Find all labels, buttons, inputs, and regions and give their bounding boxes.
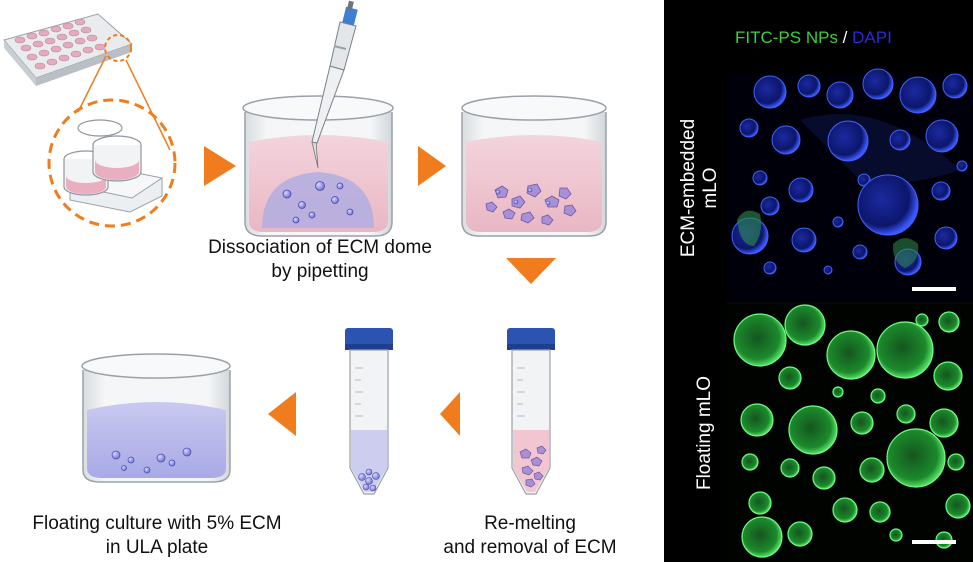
zoom-circle-small — [104, 34, 132, 62]
caption-dissociation-line2: by pipetting — [271, 261, 369, 282]
conical-tube-remelting — [507, 328, 555, 495]
arrow-right-1 — [204, 146, 236, 186]
arrow-left-2 — [268, 392, 296, 436]
label-floating: Floating mLO — [694, 363, 718, 503]
stain-legend: FITC-PS NPs / DAPI — [735, 28, 892, 48]
caption-floating-line1: Floating culture with 5% ECM — [32, 513, 282, 534]
caption-remelting-line1: Re-melting — [484, 513, 576, 534]
arrow-right-2 — [418, 146, 446, 186]
beaker-dissociation — [242, 95, 394, 237]
stain-separator: / — [837, 28, 853, 47]
caption-dissociation-line1: Dissociation of ECM dome — [208, 237, 432, 258]
stain-fitc: FITC-PS NPs — [735, 28, 838, 47]
label-ecm-embedded: ECM-embedded mLO — [678, 113, 722, 263]
zoom-line-left — [77, 55, 107, 113]
label-floating-text: Floating mLO — [694, 375, 715, 491]
caption-remelting-line2: and removal of ECM — [443, 537, 617, 558]
label-ecm-embedded-line1: ECM-embedded — [678, 118, 699, 258]
beaker-dissociated — [461, 95, 607, 237]
beaker-floating-culture — [81, 353, 231, 483]
pipette-icon — [311, 0, 358, 169]
image-ecm-embedded — [727, 68, 973, 302]
zoom-line-right — [125, 59, 171, 151]
well-plate-icon — [3, 13, 133, 86]
caption-dissociation: Dissociation of ECM dome by pipetting — [176, 236, 464, 284]
zoomed-wells-icon — [47, 98, 177, 228]
caption-floating-line2: in ULA plate — [105, 537, 209, 558]
arrow-down — [506, 258, 556, 284]
image-floating — [727, 304, 973, 562]
stain-dapi: DAPI — [852, 28, 892, 47]
label-ecm-embedded-line2: mLO — [700, 167, 721, 209]
arrow-left-1 — [440, 392, 460, 436]
caption-remelting: Re-melting and removal of ECM — [420, 512, 640, 560]
caption-floating-culture: Floating culture with 5% ECM in ULA plat… — [2, 512, 312, 560]
conical-tube-organoids — [345, 328, 393, 495]
